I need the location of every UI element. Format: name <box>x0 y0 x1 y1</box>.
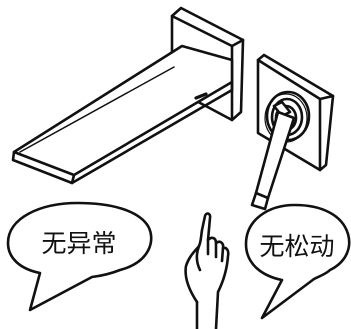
right-bubble-label: 无松动 <box>259 232 334 261</box>
wall-mounted-faucet-spout-icon <box>11 6 245 185</box>
left-bubble-label: 无异常 <box>41 229 116 258</box>
left-bubble-outline <box>6 201 153 312</box>
wall-mounted-lever-handle-icon <box>250 53 335 211</box>
right-bubble: 无松动 <box>244 203 351 320</box>
right-bubble-outline <box>244 203 351 320</box>
left-bubble: 无异常 <box>6 201 153 312</box>
pointing-hand-icon <box>184 212 230 329</box>
